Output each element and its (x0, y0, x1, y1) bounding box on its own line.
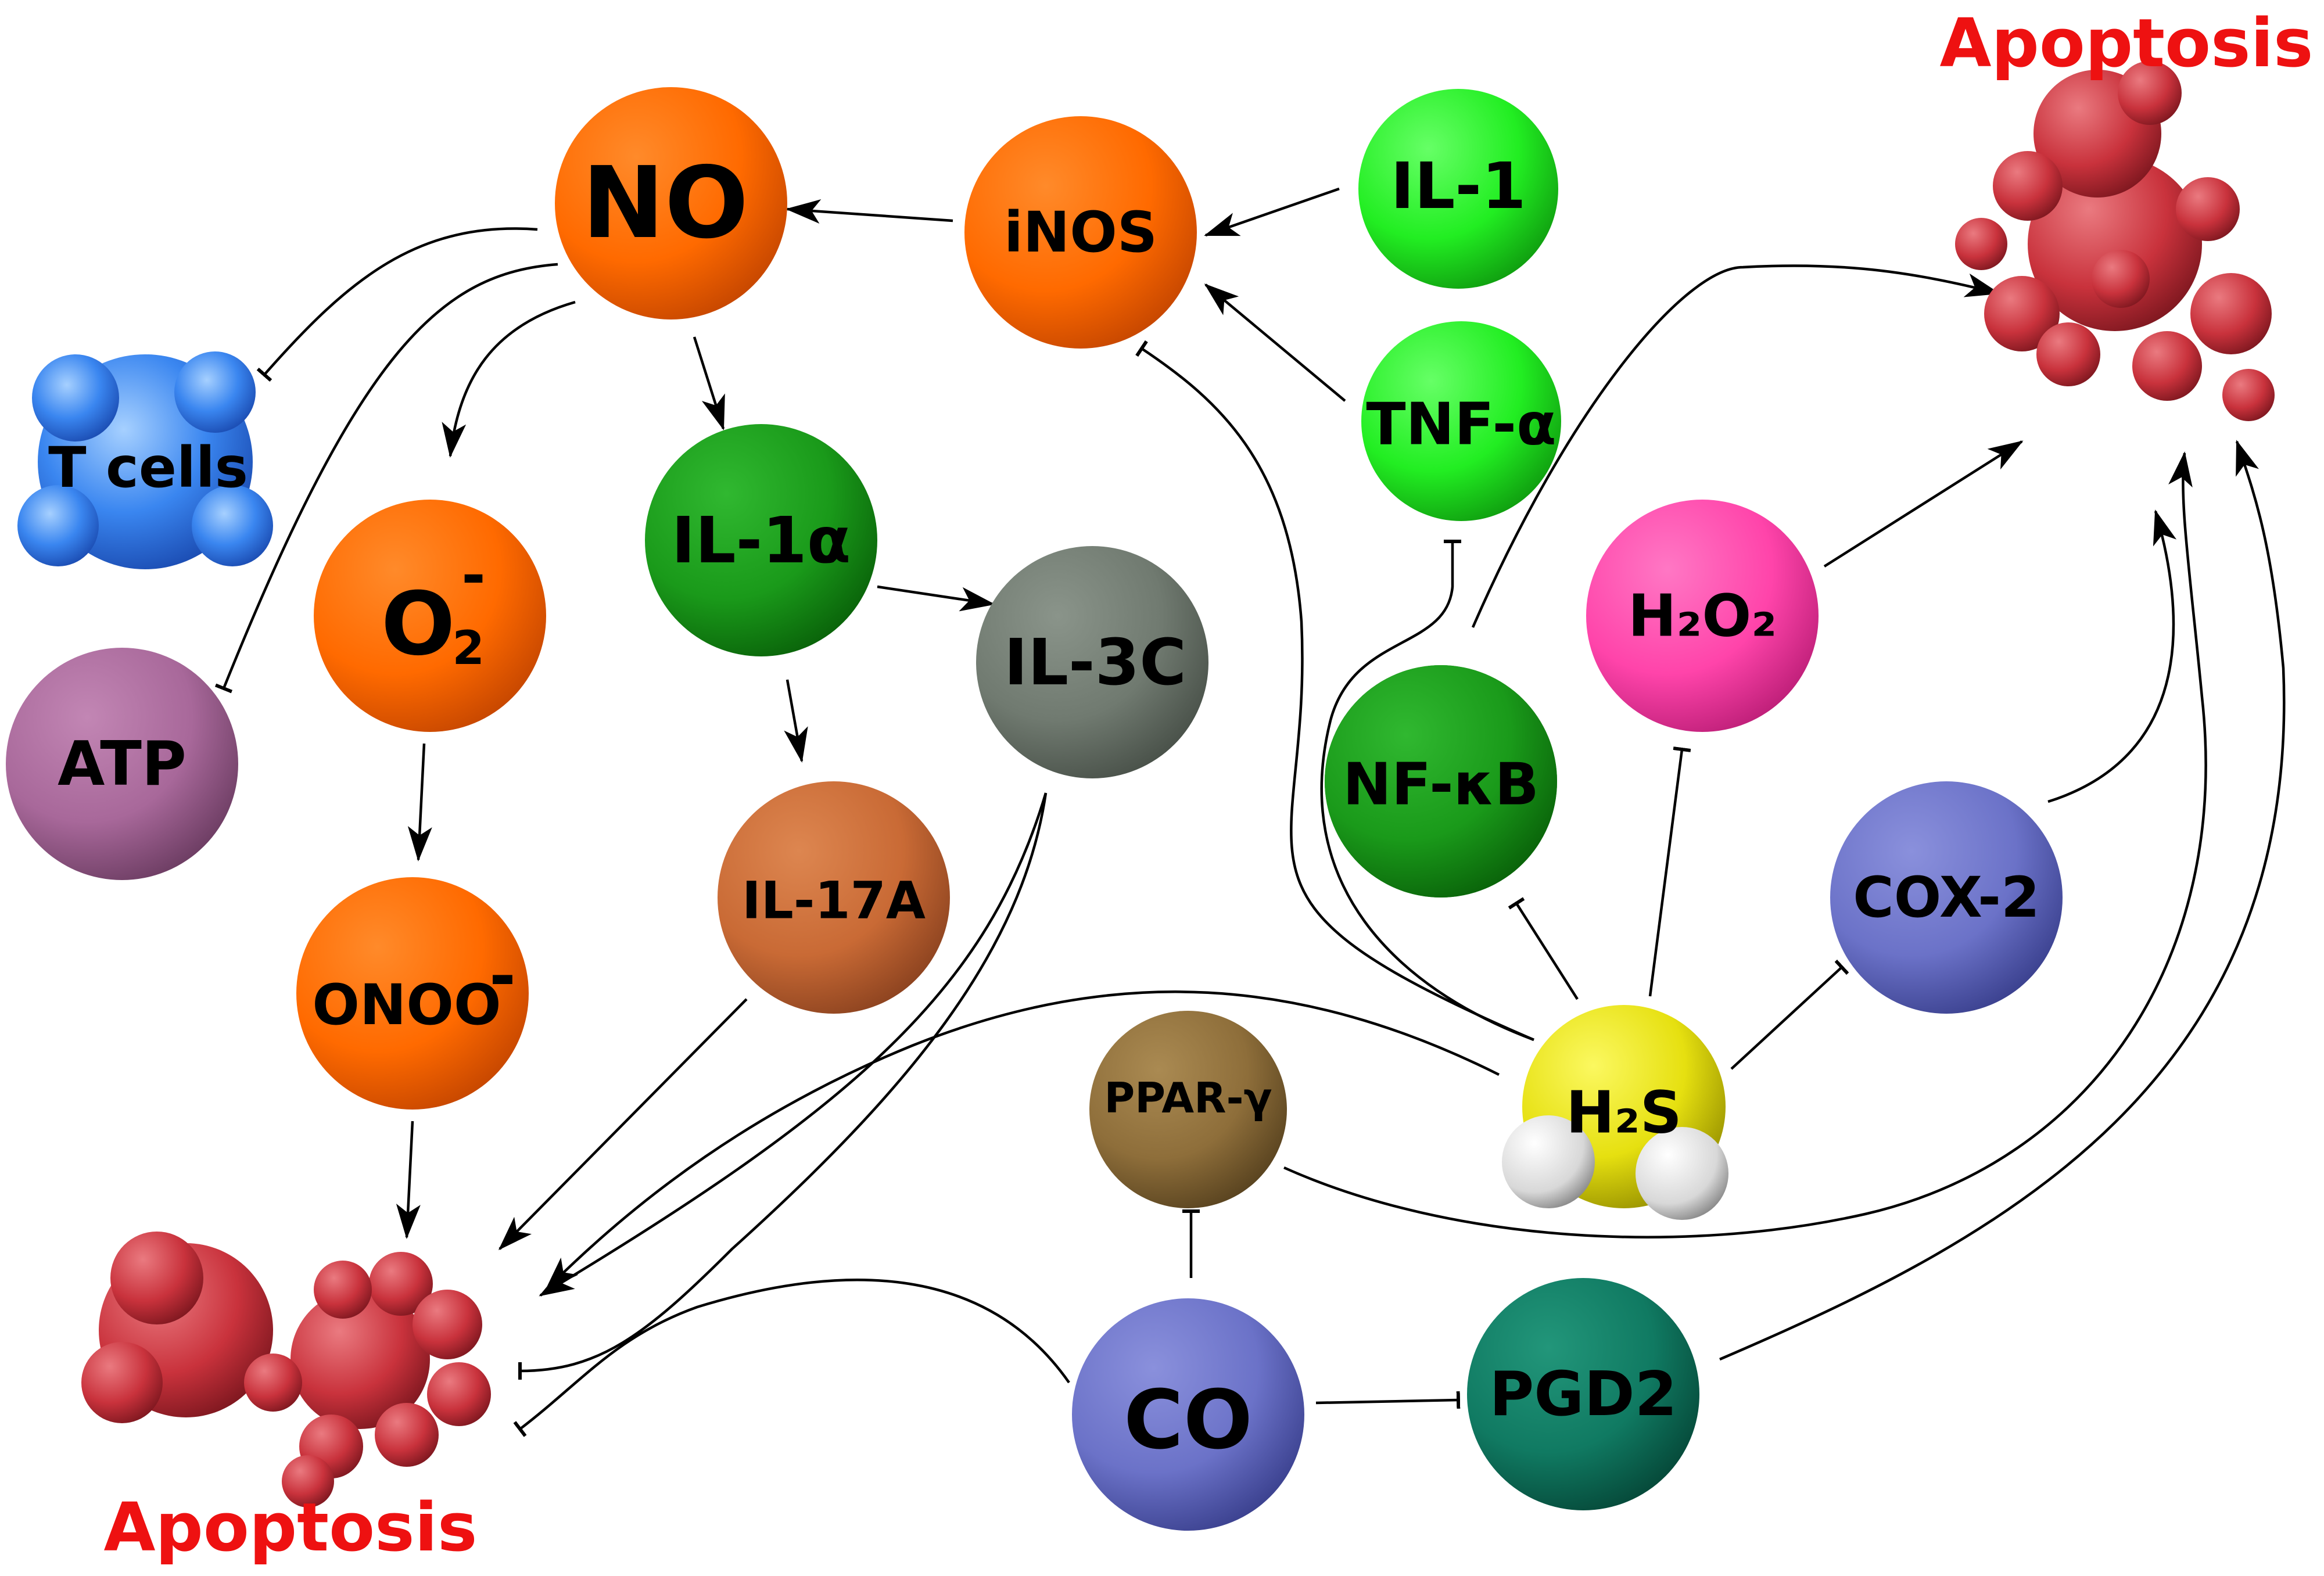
edge-no-inhibits-tcells (256, 227, 538, 382)
node-il3c-label: IL-3C (1004, 625, 1186, 699)
edge-layer (214, 187, 2286, 1437)
node-onoo-label: ONOO (312, 972, 501, 1037)
node-il17a-label: IL-17A (742, 871, 926, 931)
edge-h2s-inhibits-h2o2 (1648, 746, 1691, 997)
edge-h2s-inhibits-nfkb (1508, 897, 1579, 1000)
edge-il1a-to-il17a (784, 679, 808, 763)
node-inos: iNOS (964, 116, 1197, 349)
edge-h2s-to-apoptosis (544, 990, 1500, 1291)
node-il1a: IL-1α (645, 424, 877, 656)
edge-co-inhibits-apoptosis (513, 1279, 1070, 1437)
edge-no-to-il1a (693, 336, 725, 430)
node-h2o2: H₂O₂ (1586, 500, 1819, 732)
node-il1a-label: IL-1α (672, 503, 851, 577)
node-pparg-label: PPAR-γ (1104, 1074, 1272, 1122)
apoptosis-label-top: Apoptosis (1940, 5, 2314, 82)
edge-il3c-inhibits-apoptosis (518, 792, 1048, 1380)
edge-il1-to-inos (1204, 187, 1340, 237)
node-cox2: COX-2 (1830, 781, 2063, 1014)
edge-h2s-inhibits-cox2 (1730, 959, 1849, 1070)
node-pparg: PPAR-γ (1089, 1011, 1287, 1208)
edge-nfkb-to-apoptosis (1471, 264, 2000, 628)
node-h2s: H₂S (1502, 1005, 1728, 1220)
edge-o2-to-onoo (407, 743, 432, 861)
apoptotic-cell-top (1955, 61, 2275, 421)
node-h2o2-label: H₂O₂ (1628, 582, 1777, 650)
edge-cox2-to-apoptosis (2047, 509, 2177, 803)
node-il3c: IL-3C (976, 546, 1208, 778)
node-h2s-label: H₂S (1566, 1079, 1682, 1147)
node-il1-label: IL-1 (1390, 149, 1526, 223)
node-pgd2: PGD2 (1467, 1278, 1699, 1510)
node-no-label: NO (582, 146, 749, 261)
edge-tnfa-to-inos (1204, 283, 1346, 402)
node-pgd2-label: PGD2 (1489, 1359, 1677, 1430)
node-onoo: ONOO - (296, 877, 529, 1110)
edge-no-to-o2 (442, 300, 576, 458)
node-o2: O2 - (314, 500, 546, 732)
apoptosis-label-bottom: Apoptosis (104, 1489, 478, 1567)
node-tnfa-label: TNF-α (1366, 390, 1556, 458)
edge-onoo-to-apoptosis (396, 1121, 421, 1239)
edge-h2s-inhibits-tnfa (1320, 540, 1534, 1042)
node-atp: ATP (6, 648, 238, 880)
node-co: CO (1072, 1298, 1304, 1531)
node-o2-label: O2 (381, 574, 485, 675)
node-inos-label: iNOS (1004, 200, 1157, 265)
node-no: NO (555, 87, 787, 319)
edge-no-inhibits-atp (214, 263, 558, 694)
node-o2-sup: - (461, 541, 486, 609)
node-cox2-label: COX-2 (1853, 865, 2039, 930)
node-nfkb: NF-κB (1325, 665, 1557, 898)
edge-pgd2-to-apoptosis (1719, 440, 2286, 1361)
tcell-image (17, 351, 273, 569)
tcells-label: T cells (48, 435, 248, 500)
edge-il17a-to-apoptosis (498, 998, 748, 1251)
node-onoo-sup: - (489, 939, 516, 1013)
node-tnfa: TNF-α (1361, 321, 1561, 521)
node-co-label: CO (1124, 1373, 1253, 1468)
edge-inos-to-no (786, 199, 953, 224)
node-nfkb-label: NF-κB (1343, 751, 1539, 818)
apoptotic-cell-bottom (81, 1232, 491, 1507)
edge-il1a-to-il3c (877, 585, 995, 612)
edge-h2s-inhibits-inos (1135, 340, 1534, 1042)
node-o2-sub: 2 (452, 621, 485, 675)
node-il17a: IL-17A (718, 781, 950, 1014)
edge-co-inhibits-pgd2 (1315, 1391, 1461, 1409)
edge-il3c-to-apoptosis (539, 792, 1048, 1297)
node-atp-label: ATP (58, 728, 187, 799)
edge-h2o2-to-apoptosis (1823, 440, 2024, 568)
node-il1: IL-1 (1358, 89, 1558, 289)
node-o2-base: O (381, 574, 456, 675)
edge-pparg-to-apoptosis (1283, 451, 2207, 1238)
